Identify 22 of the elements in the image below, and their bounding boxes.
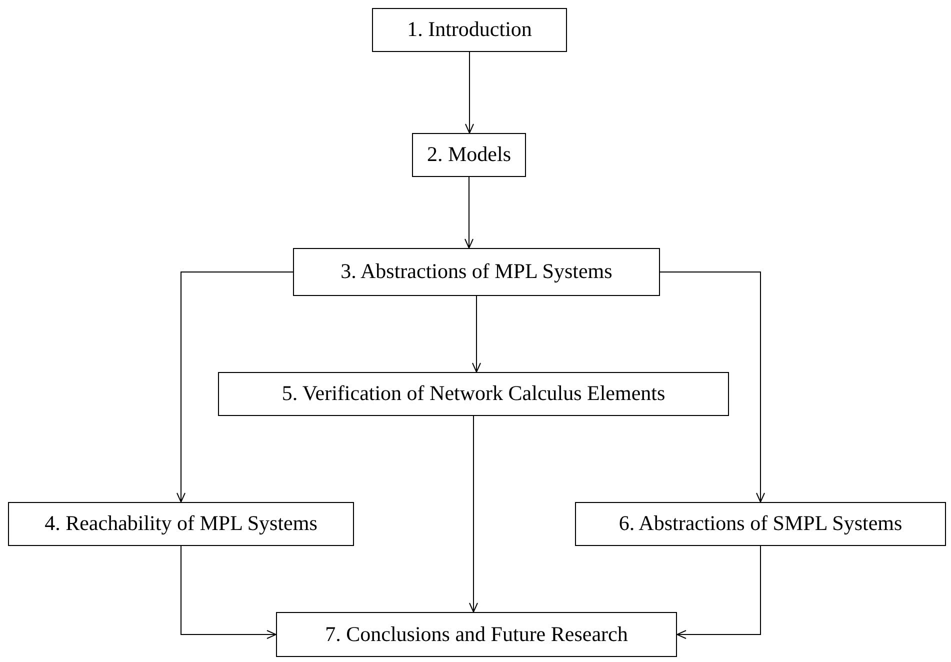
arrow — [464, 176, 474, 248]
section-title: 2. Models — [427, 143, 511, 167]
arrow — [180, 546, 276, 639]
section-box — [412, 133, 526, 177]
section-box — [218, 372, 729, 416]
section-title: 6. Abstractions of SMPL Systems — [618, 512, 902, 536]
section-title: 7. Conclusions and Future Research — [325, 622, 628, 646]
arrow — [676, 546, 761, 639]
section-box — [293, 248, 660, 296]
section-title: 4. Reachability of MPL Systems — [44, 512, 318, 536]
section-box — [276, 612, 677, 657]
arrow — [465, 52, 474, 134]
arrow — [176, 272, 294, 502]
arrow — [469, 416, 478, 612]
section-box — [8, 502, 354, 546]
section-title: 1. Introduction — [407, 18, 532, 42]
section-title: 3. Abstractions of MPL Systems — [340, 260, 612, 284]
arrow — [472, 296, 481, 372]
arrow — [660, 272, 765, 502]
section-box — [372, 8, 567, 52]
section-title: 5. Verification of Network Calculus Elements — [282, 382, 666, 406]
section-box — [575, 502, 946, 546]
